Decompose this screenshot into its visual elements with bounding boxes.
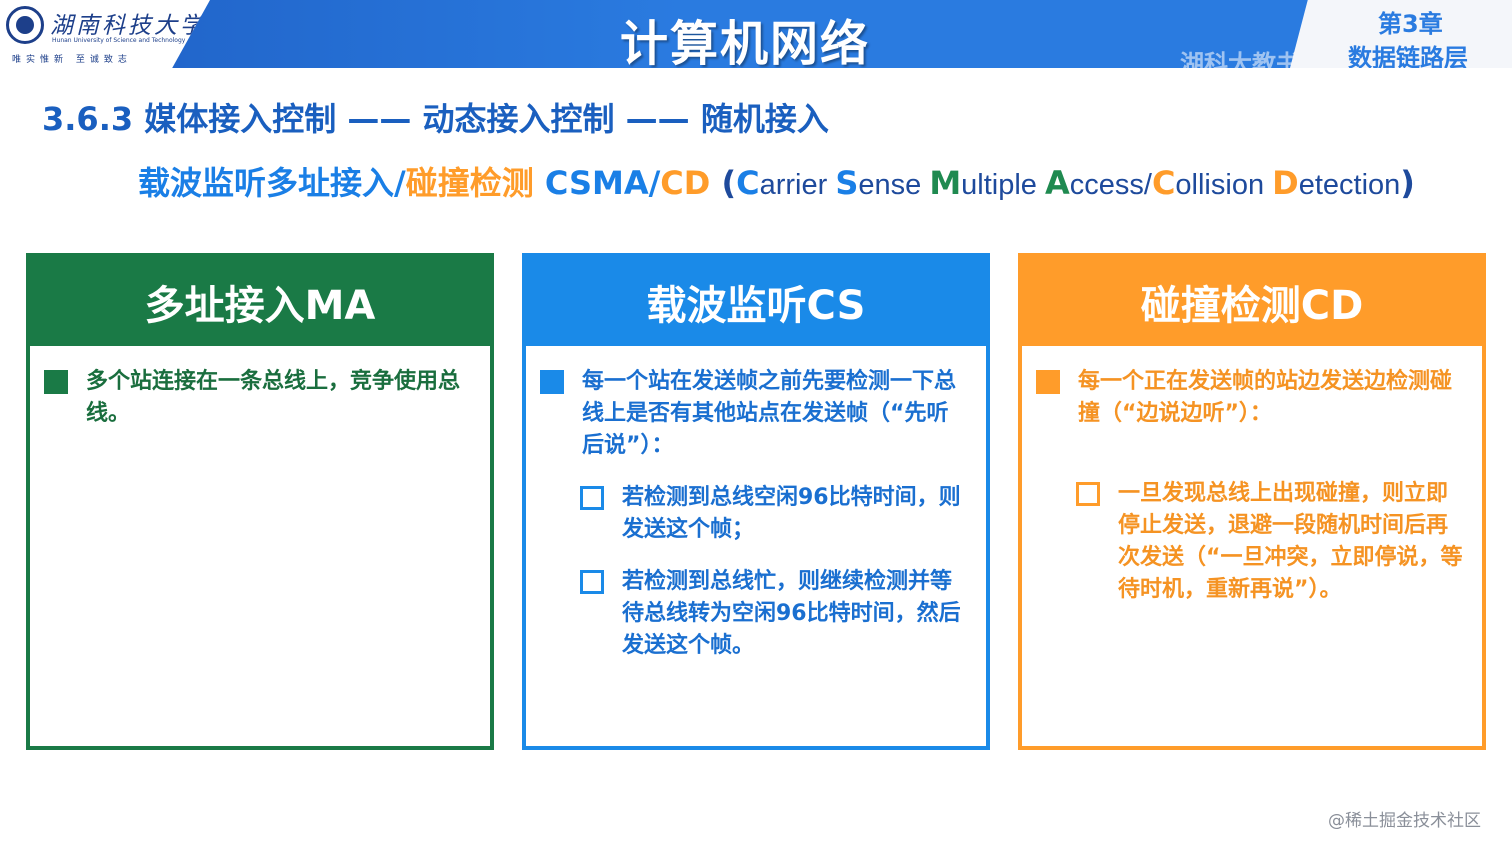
university-motto: 唯实惟新 至诚致志 [12, 55, 132, 65]
subtitle-paren-open: ( [710, 164, 737, 202]
subtitle-csma: CSMA/ [533, 164, 661, 202]
panel-cs-body: 每一个站在发送帧之前先要检测一下总线上是否有其他站点在发送帧（“先听后说”）： … [526, 346, 986, 662]
subtitle-letter-c: C [736, 164, 760, 202]
panel-cd-subitem-1-text: 一旦发现总线上出现碰撞，则立即停止发送，退避一段随机时间后再次发送（“一旦冲突，… [1118, 481, 1463, 602]
logo-area: 湖南科技大学 Hunan University of Science and T… [0, 0, 210, 68]
subtitle-letter-s: S [835, 164, 859, 202]
subtitle-cs-cn: 载波监听多址接入/ [138, 164, 406, 202]
panel-cd-subitem-1: 一旦发现总线上出现碰撞，则立即停止发送，退避一段随机时间后再次发送（“一旦冲突，… [1076, 478, 1466, 606]
panel-ma-item-text: 多个站连接在一条总线上，竞争使用总线。 [86, 369, 461, 426]
subtitle-letter-m: M [929, 164, 962, 202]
filled-square-bullet-icon [44, 370, 68, 394]
subtitle-word-arrier: arrier [759, 169, 836, 201]
subtitle-letter-d: D [1272, 164, 1299, 202]
subtitle-paren-close: ) [1400, 164, 1415, 202]
protocol-subtitle: 载波监听多址接入/碰撞检测 CSMA/CD (Carrier Sense Mul… [138, 158, 1415, 204]
subtitle-word-etection: etection [1298, 169, 1401, 201]
university-english-name: Hunan University of Science and Technolo… [52, 37, 186, 44]
watermark-text: 湖科大教书匠 [1180, 50, 1324, 68]
panel-cs-item-text: 每一个站在发送帧之前先要检测一下总线上是否有其他站点在发送帧（“先听后说”）： [582, 369, 957, 458]
panel-cs-subitem-2-text: 若检测到总线忙，则继续检测并等待总线转为空闲96比特时间，然后发送这个帧。 [622, 569, 961, 658]
panel-collision-detection: 碰撞检测CD 每一个正在发送帧的站边发送边检测碰撞（“边说边听”）： 一旦发现总… [1018, 253, 1486, 750]
panel-cd-title: 碰撞检测CD [1022, 257, 1482, 346]
panel-carrier-sense: 载波监听CS 每一个站在发送帧之前先要检测一下总线上是否有其他站点在发送帧（“先… [522, 253, 990, 750]
panel-ma-body: 多个站连接在一条总线上，竞争使用总线。 [30, 346, 490, 430]
section-heading: 3.6.3 媒体接入控制 —— 动态接入控制 —— 随机接入 [42, 100, 829, 138]
hollow-square-bullet-icon [580, 486, 604, 510]
panel-ma-item: 多个站连接在一条总线上，竞争使用总线。 [44, 366, 474, 430]
university-name: 湖南科技大学 [50, 13, 206, 39]
header-background [0, 0, 1512, 68]
course-title: 计算机网络 [620, 16, 871, 68]
chapter-name: 数据链路层 [1348, 44, 1468, 68]
footer-watermark: @稀土掘金技术社区 [1328, 811, 1481, 831]
subtitle-word-ultiple: ultiple [961, 169, 1045, 201]
panel-cd-item: 每一个正在发送帧的站边发送边检测碰撞（“边说边听”）： [1036, 366, 1466, 430]
slide-header: 湖南科技大学 Hunan University of Science and T… [0, 0, 1512, 68]
chapter-number: 第3章 [1378, 10, 1443, 38]
university-seal-icon [6, 6, 44, 44]
panel-ma-title: 多址接入MA [30, 257, 490, 346]
subtitle-letter-c2: C [1151, 164, 1176, 202]
subtitle-word-ollision: ollision [1175, 169, 1273, 201]
panel-multiple-access: 多址接入MA 多个站连接在一条总线上，竞争使用总线。 [26, 253, 494, 750]
subtitle-cd-abbr: CD [660, 164, 711, 202]
subtitle-word-ccess: ccess/ [1069, 169, 1152, 201]
subtitle-letter-a: A [1044, 164, 1070, 202]
panel-cs-subitem-1: 若检测到总线空闲96比特时间，则发送这个帧； [580, 482, 970, 546]
filled-square-bullet-icon [1036, 370, 1060, 394]
panel-cs-subitem-2: 若检测到总线忙，则继续检测并等待总线转为空闲96比特时间，然后发送这个帧。 [580, 566, 970, 662]
subtitle-cd-cn: 碰撞检测 [405, 164, 534, 202]
filled-square-bullet-icon [540, 370, 564, 394]
chapter-area [1290, 0, 1512, 68]
panel-cd-item-text: 每一个正在发送帧的站边发送边检测碰撞（“边说边听”）： [1078, 369, 1453, 426]
subtitle-word-ense: ense [858, 169, 930, 201]
hollow-square-bullet-icon [1076, 482, 1100, 506]
panel-cs-title: 载波监听CS [526, 257, 986, 346]
panel-cs-subitem-1-text: 若检测到总线空闲96比特时间，则发送这个帧； [622, 485, 961, 542]
panel-cs-item: 每一个站在发送帧之前先要检测一下总线上是否有其他站点在发送帧（“先听后说”）： [540, 366, 970, 462]
hollow-square-bullet-icon [580, 570, 604, 594]
panel-cd-body: 每一个正在发送帧的站边发送边检测碰撞（“边说边听”）： 一旦发现总线上出现碰撞，… [1022, 346, 1482, 606]
